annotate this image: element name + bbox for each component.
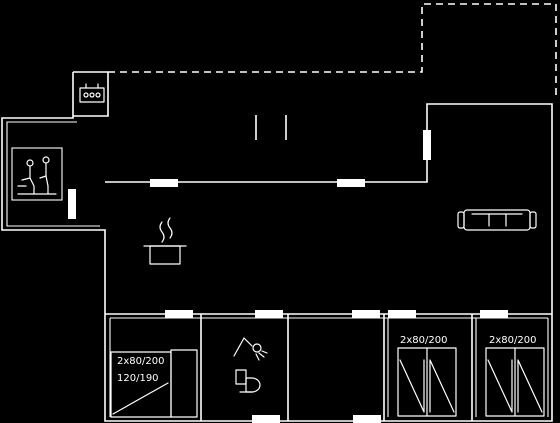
kitchen-pot-icon — [143, 217, 187, 265]
door-bedroom-left — [165, 310, 193, 318]
doors — [68, 130, 508, 423]
terrace-outline — [108, 3, 557, 98]
toilet-icon — [235, 369, 261, 393]
single-bed-icon — [110, 349, 198, 418]
window-north-1 — [150, 179, 178, 187]
twin-bed-icon — [397, 347, 457, 417]
door-terrace — [423, 130, 431, 160]
door-bedroom-right — [480, 310, 508, 318]
shower-icon — [233, 337, 268, 361]
bed-size-label-left: 2x80/200 — [117, 356, 164, 367]
roof-pillar — [255, 115, 287, 140]
exterior-walls — [1, 71, 553, 422]
sofa-icon — [457, 209, 537, 231]
door-bedroom-middle — [388, 310, 416, 318]
door-hall-outside — [353, 415, 381, 423]
bunk-size-label-left: 120/190 — [117, 373, 159, 384]
door-bathroom — [255, 310, 283, 318]
sauna-stove-icon — [79, 83, 105, 103]
door-bathroom-outside — [252, 415, 280, 423]
window-north-2 — [337, 179, 365, 187]
bed-size-label-middle: 2x80/200 — [400, 335, 447, 346]
door-west-annex — [68, 189, 76, 219]
door-hall — [352, 310, 380, 318]
interior-walls — [105, 313, 552, 421]
sauna-bench-icon — [17, 156, 57, 195]
bed-size-label-right: 2x80/200 — [489, 335, 536, 346]
twin-bed-icon — [485, 347, 545, 417]
